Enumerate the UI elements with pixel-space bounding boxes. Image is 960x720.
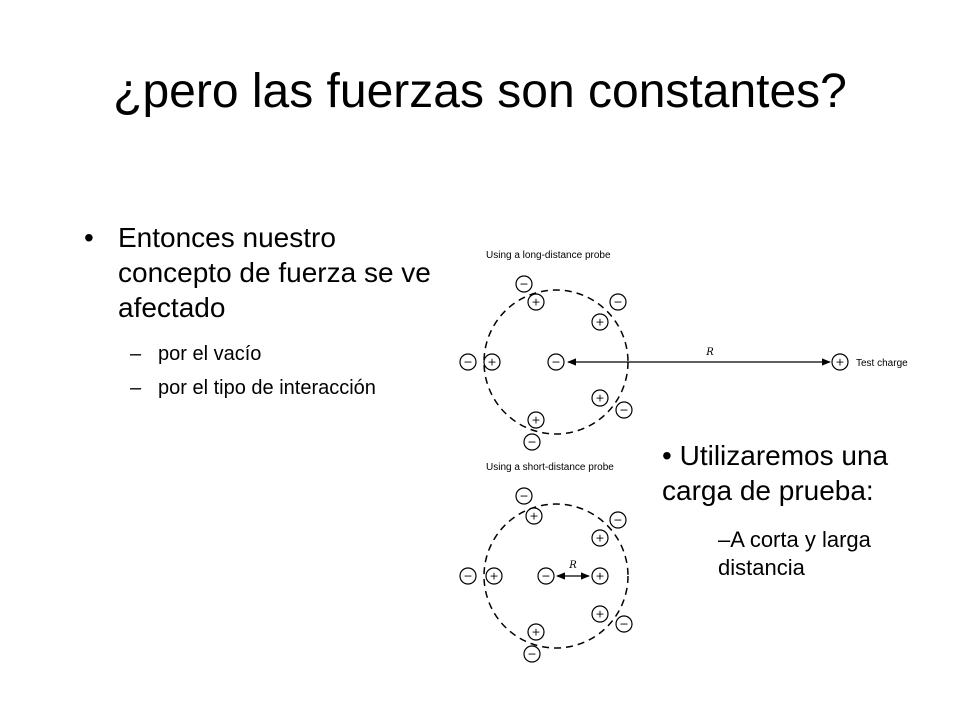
negative-sign: − [619,404,628,417]
bullet-dash: – [130,343,142,365]
negative-sign: − [613,514,622,527]
negative-sign: − [619,618,628,631]
slide-title: ¿pero las fuerzas son constantes? [113,65,847,118]
distance-label-long: R [705,347,714,358]
short-probe-boundary [483,503,629,649]
positive-sign: + [487,356,496,369]
short-probe-charges: − + − + − + − + − + − [459,487,633,663]
negative-charge: − [515,487,533,505]
sub-bullet-text: por el tipo de interacción [158,377,376,399]
negative-sign: − [527,648,536,661]
main-bullet-text: Entonces nuestro concepto de fuerza se v… [118,222,431,323]
bullet-dash: – [130,377,142,399]
short-distance-caption: Using a short-distance probe [486,462,614,473]
negative-charge: − [523,433,541,451]
positive-charge: + [485,567,503,585]
bullet-dash: – [718,527,731,552]
negative-sign: − [613,296,622,309]
sub-bullet: – por el tipo de interacción [80,375,428,401]
negative-charge: − [537,567,555,585]
positive-sign: + [531,414,540,427]
positive-sign: + [489,570,498,583]
right-main-bullet: • Utilizaremos una carga de prueba: [662,438,952,508]
test-charge-long: + [831,353,849,371]
positive-sign: + [531,296,540,309]
positive-charge: + [527,623,545,641]
negative-charge: − [459,567,477,585]
positive-sign: + [595,570,604,583]
positive-charge: + [591,605,609,623]
positive-sign: + [595,532,604,545]
right-sub-bullet-text: A corta y larga distancia [718,527,871,580]
long-distance-caption: Using a long-distance probe [486,250,611,261]
negative-charge: − [615,401,633,419]
left-bullet-list: • Entonces nuestro concepto de fuerza se… [80,220,440,409]
positive-sign: + [595,608,604,621]
sub-bullet-text: por el vacío [158,343,262,365]
right-main-bullet-text: Utilizaremos una carga de prueba: [662,440,889,506]
positive-charge: + [525,507,543,525]
positive-charge: + [483,353,501,371]
bullet-dot: • [84,222,94,253]
positive-charge: + [591,313,609,331]
probe-diagram: Using a long-distance probe − + − + − + … [459,250,908,663]
negative-sign: − [463,356,472,369]
negative-sign: − [519,490,528,503]
negative-charge: − [515,275,533,293]
bullet-dot: • [662,440,672,471]
positive-sign: + [595,392,604,405]
sub-bullet: – por el vacío [80,341,428,367]
right-bullet-list: • Utilizaremos una carga de prueba: –A c… [662,438,952,582]
positive-sign: + [529,510,538,523]
negative-sign: − [463,570,472,583]
long-probe-charges: − + − + − + − + − + − [459,275,633,451]
negative-charge: − [459,353,477,371]
negative-sign: − [527,436,536,449]
positive-sign: + [531,626,540,639]
test-charge-label: Test charge [856,358,908,369]
negative-charge: − [609,511,627,529]
negative-charge: − [615,615,633,633]
right-sub-bullet: –A corta y larga distancia [718,526,948,582]
positive-charge: + [527,293,545,311]
positive-charge: + [591,529,609,547]
negative-sign: − [551,356,560,369]
positive-charge: + [591,389,609,407]
test-charge-short: + [591,567,609,585]
positive-sign: + [835,356,844,369]
negative-sign: − [541,570,550,583]
sub-bullet-list: – por el vacío – por el tipo de interacc… [80,341,440,401]
positive-sign: + [595,316,604,329]
negative-charge: − [547,353,565,371]
distance-label-short: R [568,560,577,571]
negative-sign: − [519,278,528,291]
positive-charge: + [527,411,545,429]
negative-charge: − [523,645,541,663]
main-bullet: • Entonces nuestro concepto de fuerza se… [80,220,440,325]
negative-charge: − [609,293,627,311]
